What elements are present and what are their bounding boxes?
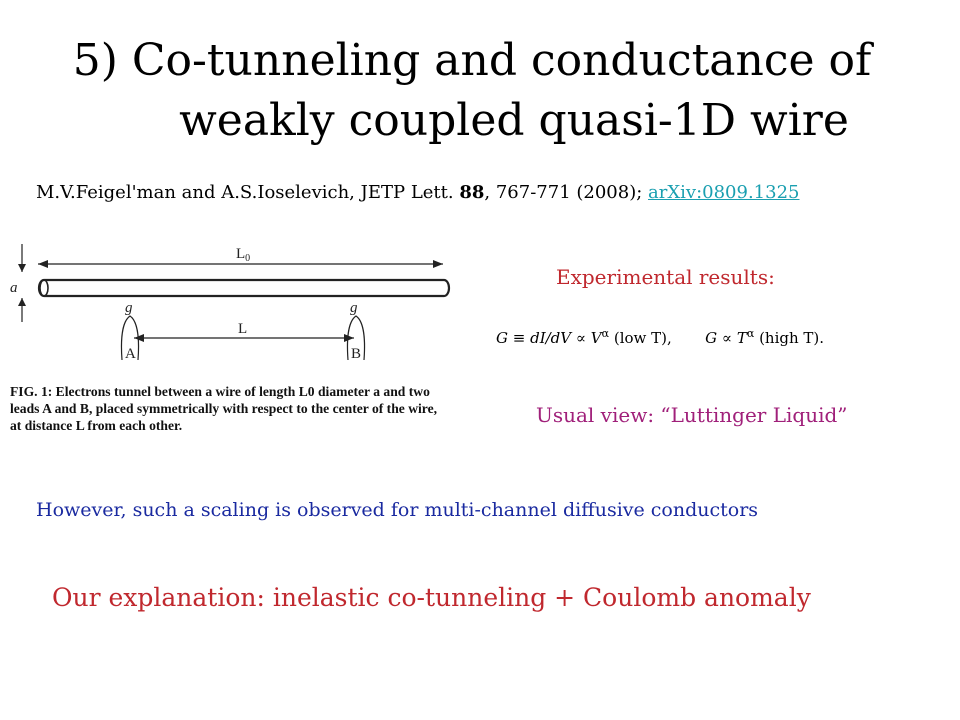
formula-part-1: G ≡ dI/dV ∝ V (496, 329, 602, 347)
explanation-text: Our explanation: inelastic co-tunneling … (52, 583, 811, 612)
citation-authors: M.V.Feigel'man and A.S.Ioselevich, JETP … (36, 182, 460, 203)
formula-alpha-2: α (746, 327, 755, 340)
label-lead-a: A (125, 346, 136, 362)
formula-part-2: G ∝ T (705, 329, 747, 347)
experimental-results-label: Experimental results: (556, 265, 775, 289)
slide-title-line-1: 5) Co-tunneling and conductance of (72, 35, 872, 86)
formula-cond-2: (high T). (759, 329, 825, 347)
formula-alpha-1: α (601, 327, 610, 340)
formula-cond-1: (low T), (613, 329, 672, 347)
citation: M.V.Feigel'man and A.S.Ioselevich, JETP … (36, 182, 800, 203)
however-text: However, such a scaling is observed for … (36, 499, 759, 521)
lead-a (120, 315, 140, 361)
citation-pages: , 767-771 (2008); (484, 182, 649, 203)
wire-schematic-figure: L0 a g g L A B (10, 244, 451, 362)
label-g-right: g (350, 300, 358, 316)
usual-view-text: Usual view: “Luttinger Liquid” (536, 403, 848, 427)
label-g-left: g (125, 300, 133, 316)
label-l0: L0 (236, 246, 250, 264)
label-lead-b: B (351, 346, 361, 362)
citation-volume: 88 (459, 182, 485, 203)
conductance-formula: G ≡ dI/dV ∝ Vα (low T), G ∝ Tα (high T). (496, 327, 824, 347)
wire (37, 278, 451, 298)
label-diameter: a (10, 280, 18, 296)
slide-title-line-2: weakly coupled quasi-1D wire (179, 95, 849, 146)
arxiv-link[interactable]: arXiv:0809.1325 (648, 182, 800, 203)
label-l: L (238, 321, 247, 337)
figure-caption: FIG. 1: Electrons tunnel between a wire … (10, 384, 438, 433)
